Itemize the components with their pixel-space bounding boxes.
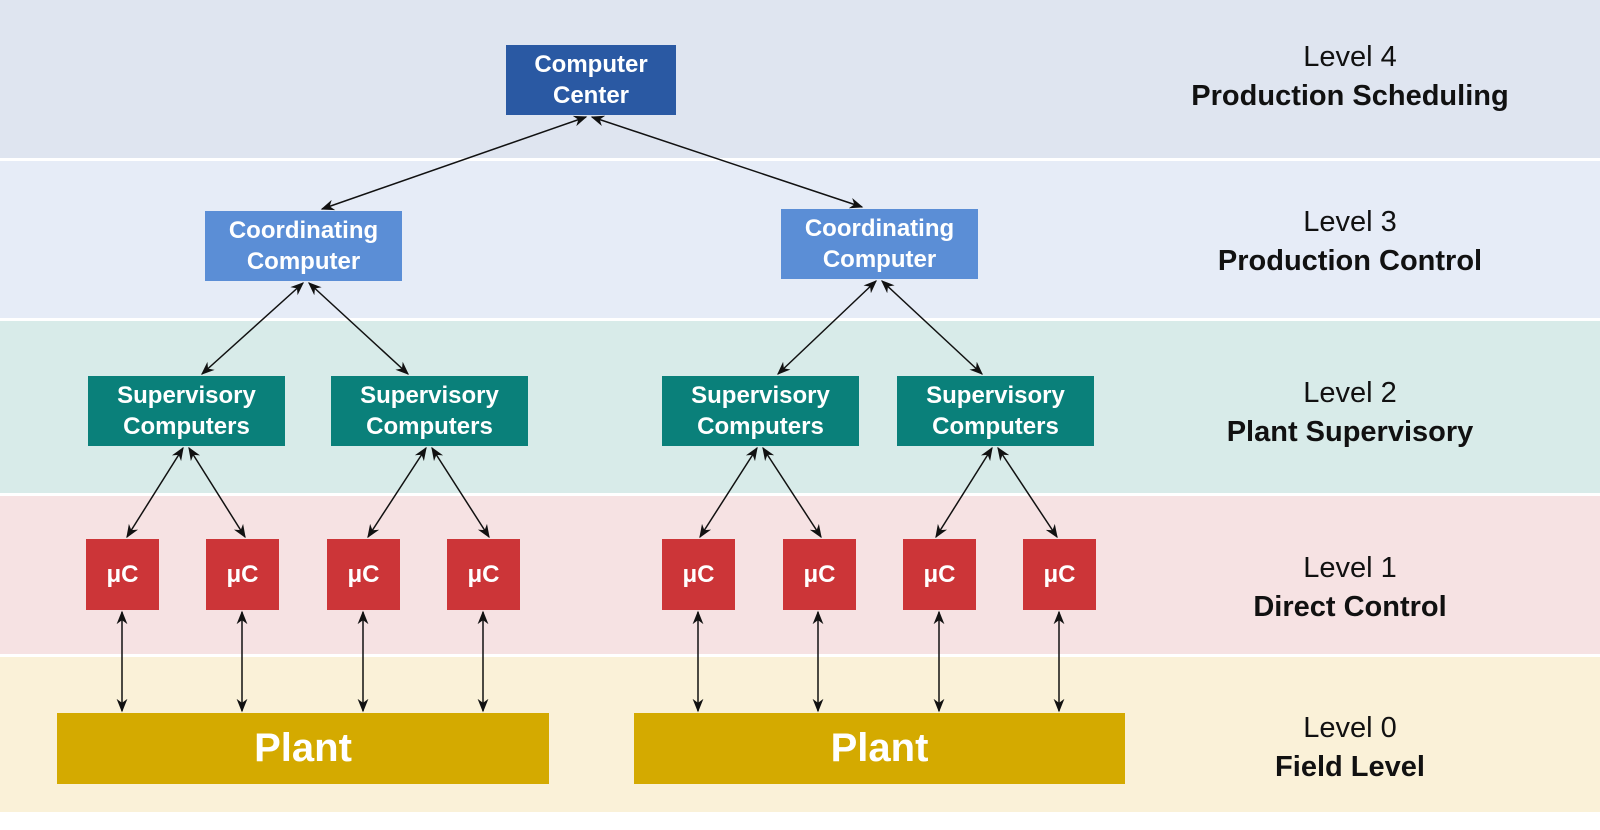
bidirectional-arrow xyxy=(200,282,305,375)
microcontroller-label: μC xyxy=(106,560,139,588)
level-4-caption: Level 4 Production Scheduling xyxy=(1180,38,1520,116)
microcontroller-box: μC xyxy=(327,539,400,610)
level-name: Field Level xyxy=(1275,751,1425,783)
microcontroller-label: μC xyxy=(226,560,259,588)
microcontroller-box: μC xyxy=(447,539,520,610)
plant-label: Plant xyxy=(254,726,352,770)
level-1-caption: Level 1 Direct Control xyxy=(1180,549,1520,627)
level-name: Plant Supervisory xyxy=(1226,416,1474,448)
coordinating-computer-label: Coordinating Computer xyxy=(228,217,379,275)
bidirectional-arrow xyxy=(777,280,877,375)
bidirectional-arrow xyxy=(431,446,490,539)
microcontroller-box: μC xyxy=(1023,539,1096,610)
plant-label: Plant xyxy=(830,726,929,770)
coordinating-computer-label: Coordinating Computer xyxy=(804,215,955,273)
microcontroller-label: μC xyxy=(467,560,500,588)
coordinating-computer-left-box: Coordinating Computer xyxy=(205,211,402,281)
microcontroller-box: μC xyxy=(662,539,735,610)
plant-box: Plant xyxy=(634,713,1125,784)
microcontroller-label: μC xyxy=(1043,560,1076,588)
bidirectional-arrow xyxy=(188,446,246,539)
coordinating-computer-right-box: Coordinating Computer xyxy=(781,209,978,279)
computer-center-box: Computer Center xyxy=(506,45,676,115)
level-number: Level 4 xyxy=(1303,41,1397,73)
level-name: Production Scheduling xyxy=(1191,80,1509,112)
microcontroller-box: μC xyxy=(903,539,976,610)
supervisory-computers-label: Supervisory Computers xyxy=(691,382,830,440)
bidirectional-arrow xyxy=(881,280,983,375)
level-3-caption: Level 3 Production Control xyxy=(1180,203,1520,281)
microcontroller-box: μC xyxy=(86,539,159,610)
supervisory-computers-box: Supervisory Computers xyxy=(88,376,285,446)
microcontroller-label: μC xyxy=(682,560,715,588)
supervisory-computers-box: Supervisory Computers xyxy=(331,376,528,446)
level-name: Production Control xyxy=(1217,245,1483,277)
level-number: Level 3 xyxy=(1303,206,1397,238)
bidirectional-arrow xyxy=(367,446,427,539)
supervisory-computers-label: Supervisory Computers xyxy=(117,382,256,440)
level-0-caption: Level 0 Field Level xyxy=(1180,709,1520,787)
supervisory-computers-label: Supervisory Computers xyxy=(360,382,499,440)
level-2-caption: Level 2 Plant Supervisory xyxy=(1180,374,1520,452)
microcontroller-label: μC xyxy=(803,560,836,588)
bidirectional-arrow xyxy=(126,446,184,539)
bidirectional-arrow xyxy=(320,115,588,211)
level-number: Level 2 xyxy=(1303,377,1397,409)
bidirectional-arrow xyxy=(590,115,864,209)
microcontroller-box: μC xyxy=(783,539,856,610)
bidirectional-arrow xyxy=(699,446,758,539)
microcontroller-label: μC xyxy=(347,560,380,588)
microcontroller-label: μC xyxy=(923,560,956,588)
supervisory-computers-box: Supervisory Computers xyxy=(897,376,1094,446)
bidirectional-arrow xyxy=(308,282,409,375)
level-number: Level 0 xyxy=(1303,712,1397,744)
computer-center-label: Computer Center xyxy=(534,51,648,109)
plant-box: Plant xyxy=(57,713,549,784)
bidirectional-arrow xyxy=(997,446,1058,539)
level-number: Level 1 xyxy=(1303,552,1397,584)
supervisory-computers-label: Supervisory Computers xyxy=(926,382,1065,440)
supervisory-computers-box: Supervisory Computers xyxy=(662,376,859,446)
bidirectional-arrow xyxy=(762,446,822,539)
bidirectional-arrow xyxy=(935,446,993,539)
level-name: Direct Control xyxy=(1253,591,1447,623)
microcontroller-box: μC xyxy=(206,539,279,610)
